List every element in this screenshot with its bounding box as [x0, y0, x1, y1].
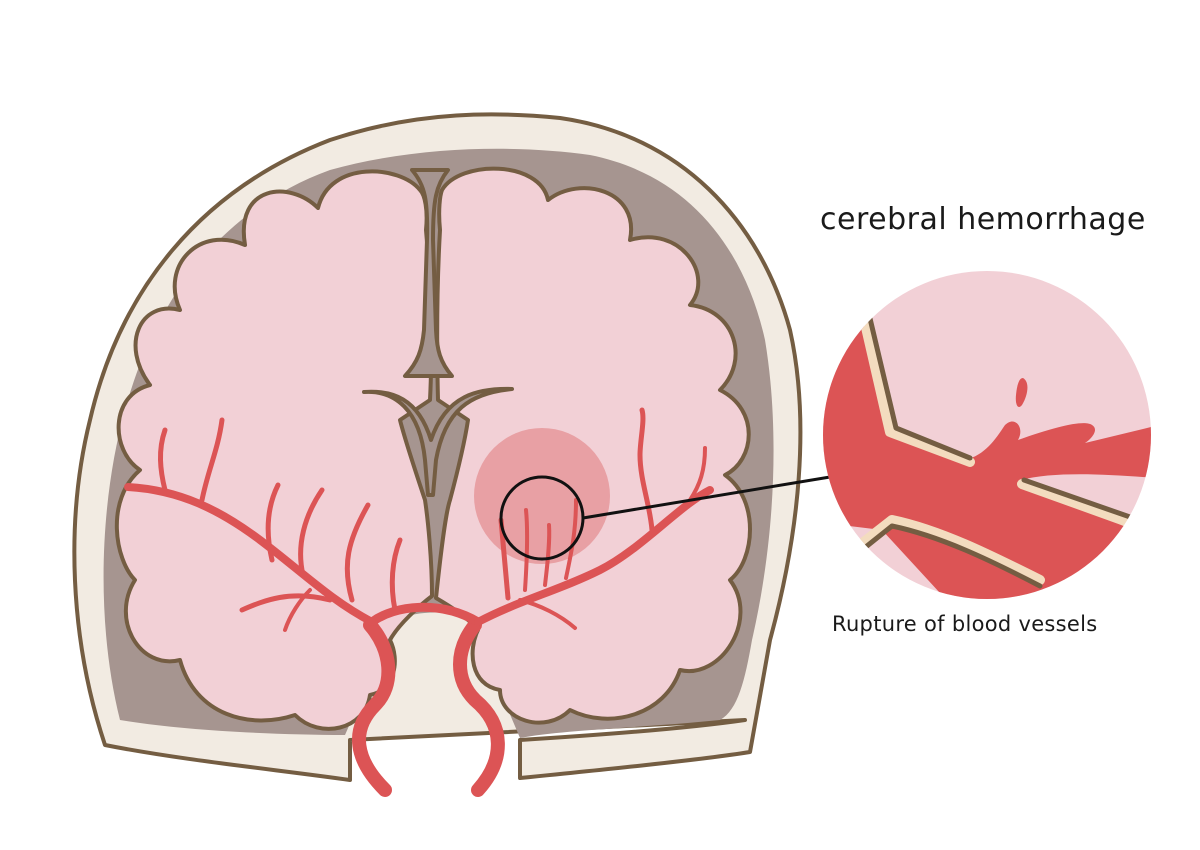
cerebral-arteries: [124, 407, 714, 797]
brain-left-hemisphere: [114, 169, 434, 731]
longitudinal-fissure: [403, 168, 454, 378]
lateral-ventricles: [362, 386, 514, 497]
inset-caption: Rupture of blood vessels: [832, 612, 1098, 636]
brain-right-hemisphere: [434, 166, 752, 725]
hemorrhage-callout: [499, 475, 831, 561]
hemorrhage-site: [474, 428, 610, 564]
diagram-title: cerebral hemorrhage: [820, 202, 1146, 237]
